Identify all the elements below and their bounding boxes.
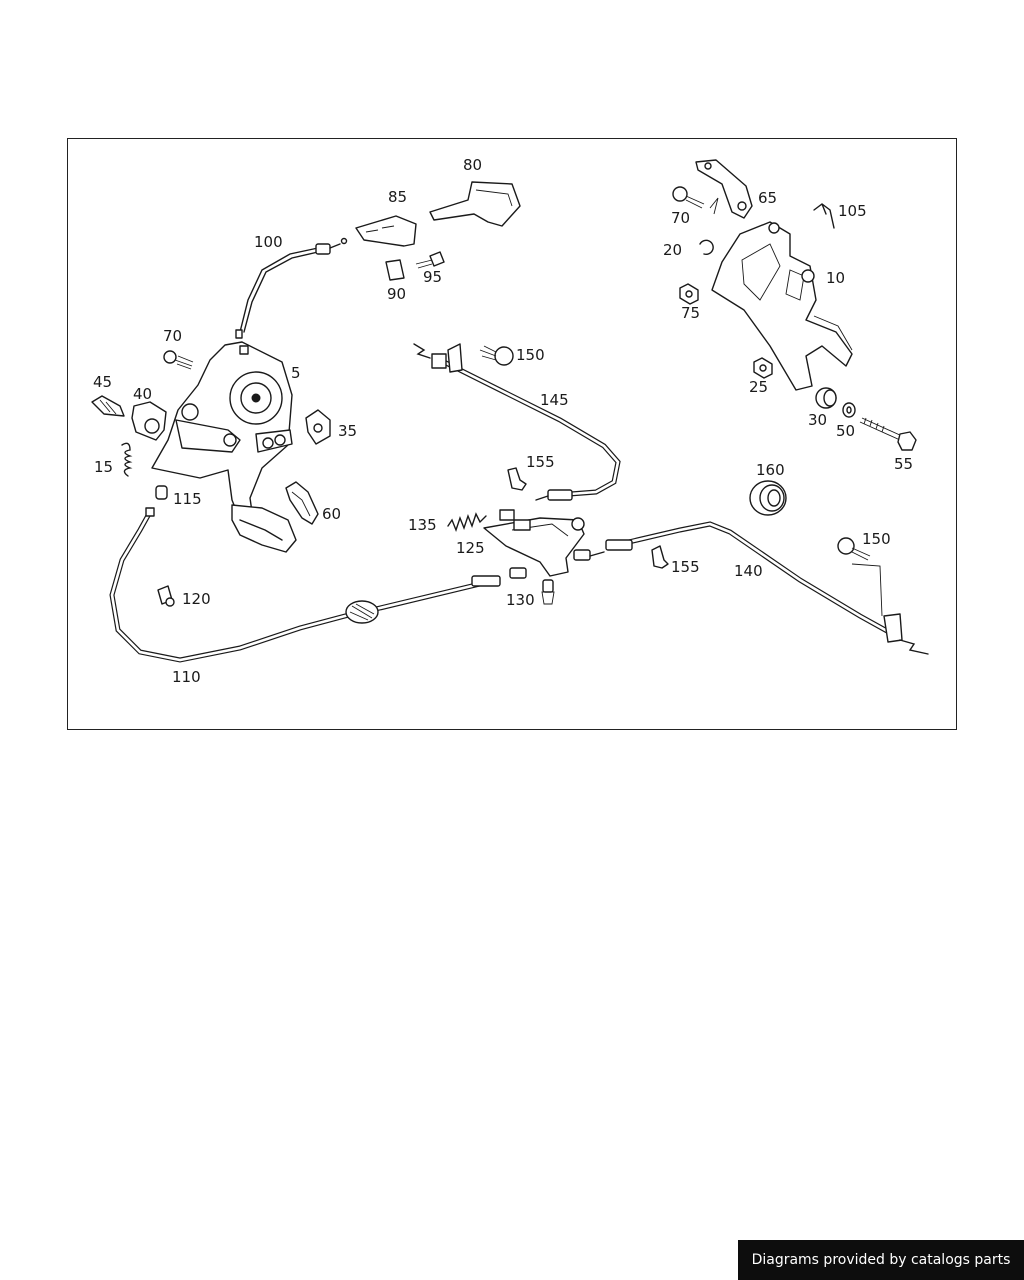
equalizer-part-125[interactable] [483, 509, 585, 577]
label-155-center: 155 [526, 453, 555, 471]
pedal-assembly-part-5[interactable] [151, 341, 297, 553]
clip-part-155-center[interactable] [507, 467, 527, 491]
footer-credit: Diagrams provided by catalogs parts [738, 1240, 1024, 1280]
nut-part-25[interactable] [753, 357, 773, 379]
circlip-part-20[interactable] [699, 239, 714, 256]
label-70-left: 70 [163, 327, 182, 345]
label-155-right: 155 [671, 558, 700, 576]
clip-part-45[interactable] [91, 395, 125, 417]
bolt-part-70[interactable] [163, 350, 194, 370]
cable-part-100[interactable] [235, 237, 348, 339]
label-135: 135 [408, 516, 437, 534]
label-20: 20 [663, 241, 682, 259]
label-90: 90 [387, 285, 406, 303]
bolt-part-150-right[interactable] [837, 537, 871, 561]
label-40: 40 [133, 385, 152, 403]
grommet-part-160[interactable] [749, 480, 787, 516]
sleeve-part-115[interactable] [155, 485, 168, 500]
handle-cover-part-80[interactable] [429, 181, 521, 227]
label-70-right: 70 [671, 209, 690, 227]
bolt-part-70-right[interactable] [672, 186, 719, 215]
clip-part-90[interactable] [385, 259, 405, 281]
label-115: 115 [173, 490, 202, 508]
bushing-part-40[interactable] [131, 401, 167, 441]
bolt-part-55[interactable] [859, 417, 917, 451]
label-15: 15 [94, 458, 113, 476]
label-75: 75 [681, 304, 700, 322]
label-80: 80 [463, 156, 482, 174]
label-100: 100 [254, 233, 283, 251]
label-145: 145 [540, 391, 569, 409]
label-150-top: 150 [516, 346, 545, 364]
bolt-part-150-top[interactable] [479, 345, 514, 366]
label-105: 105 [838, 202, 867, 220]
screw-part-130[interactable] [541, 579, 555, 605]
release-handle-part-85[interactable] [355, 215, 417, 247]
label-45: 45 [93, 373, 112, 391]
label-110: 110 [172, 668, 201, 686]
label-150-right: 150 [862, 530, 891, 548]
label-140: 140 [734, 562, 763, 580]
label-10: 10 [826, 269, 845, 287]
label-85: 85 [388, 188, 407, 206]
label-160: 160 [756, 461, 785, 479]
plate-part-65[interactable] [695, 159, 753, 219]
clip-part-105[interactable] [813, 203, 835, 229]
spring-part-135[interactable] [447, 512, 487, 533]
label-55: 55 [894, 455, 913, 473]
label-5: 5 [291, 364, 301, 382]
pedal-pad-part-60[interactable] [285, 481, 319, 525]
label-65: 65 [758, 189, 777, 207]
washer-part-50[interactable] [842, 402, 856, 418]
stop-part-35[interactable] [305, 409, 331, 445]
bushing-part-30[interactable] [815, 387, 837, 409]
label-35: 35 [338, 422, 357, 440]
cable-part-140[interactable] [573, 521, 929, 655]
label-95: 95 [423, 268, 442, 286]
nut-part-75[interactable] [679, 283, 699, 305]
label-30: 30 [808, 411, 827, 429]
label-25: 25 [749, 378, 768, 396]
clip-part-155-right[interactable] [651, 545, 669, 569]
bracket-part-10[interactable] [711, 221, 853, 391]
spring-part-15[interactable] [121, 442, 133, 477]
label-60: 60 [322, 505, 341, 523]
label-130: 130 [506, 591, 535, 609]
clamp-part-120[interactable] [157, 585, 175, 607]
label-125: 125 [456, 539, 485, 557]
screw-part-95[interactable] [415, 251, 445, 269]
cable-part-145[interactable] [413, 343, 621, 501]
label-50: 50 [836, 422, 855, 440]
label-120: 120 [182, 590, 211, 608]
cable-part-110[interactable] [109, 507, 527, 663]
